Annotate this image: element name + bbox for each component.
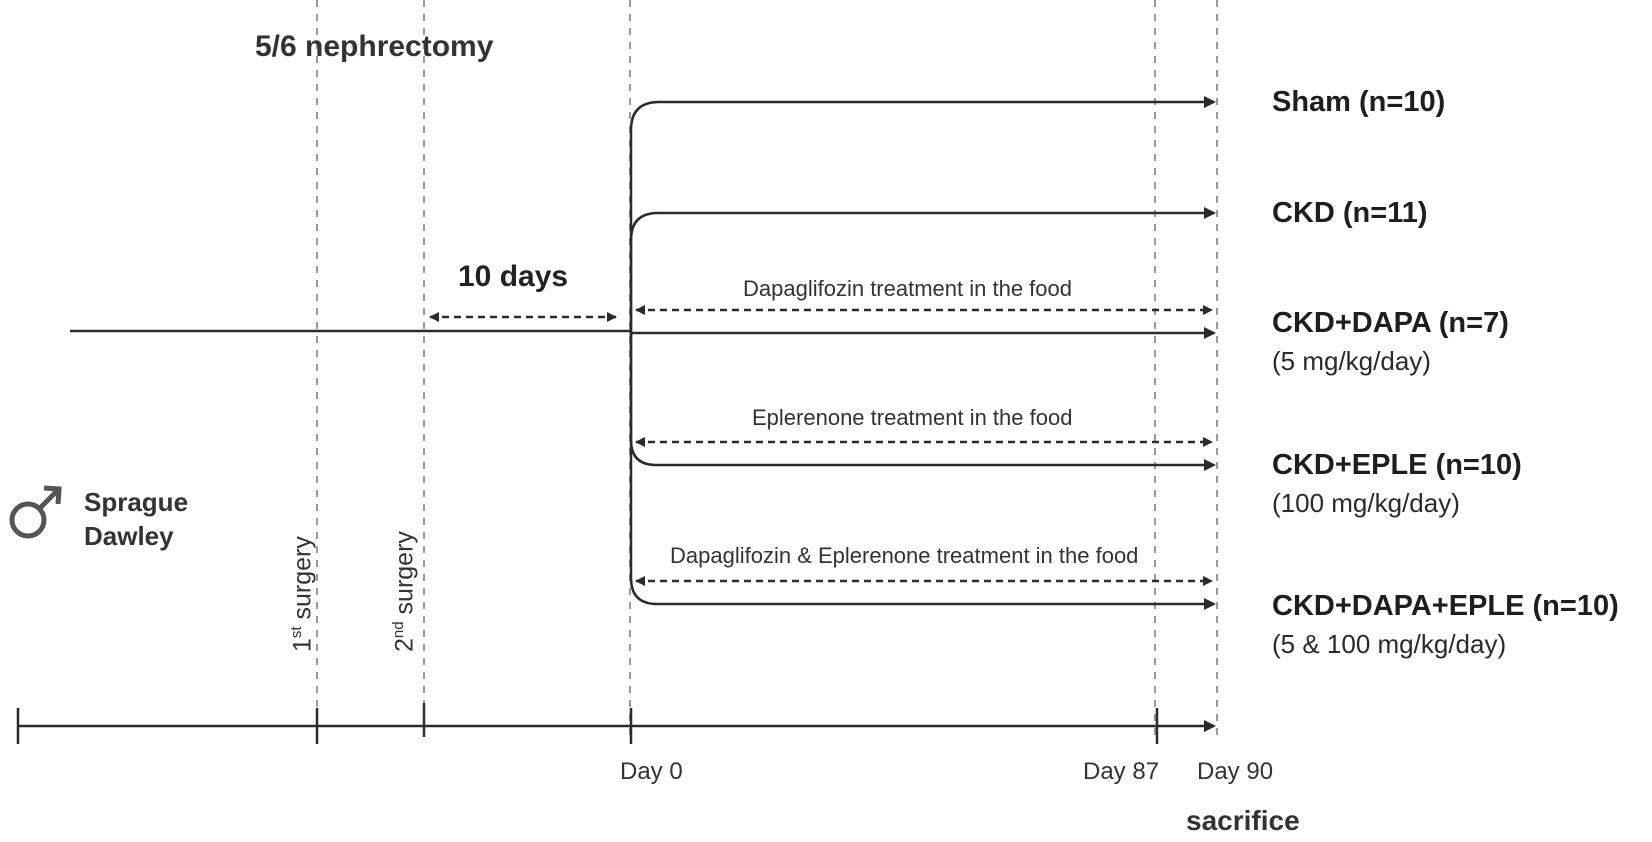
- guide-lines: [316, 0, 1218, 740]
- strain-label: Sprague Dawley: [84, 485, 188, 553]
- group-ckd-eple-dose: (100 mg/kg/day): [1272, 488, 1460, 518]
- group-arrows: [629, 96, 1216, 610]
- group-sham-label: Sham (n=10): [1272, 86, 1446, 118]
- day90-label: Day 90: [1197, 758, 1274, 785]
- second-surgery-label: 2nd surgery: [390, 531, 419, 652]
- sham-arrow: [629, 96, 1216, 331]
- male-symbol-icon: [9, 485, 62, 539]
- group-ckd-dapa-eple-label: CKD+DAPA+EPLE (n=10): [1272, 590, 1619, 622]
- group-ckd-label: CKD (n=11): [1272, 197, 1428, 229]
- ckd-dapa-eple-arrow: [629, 331, 1216, 610]
- interval-label: 10 days: [458, 260, 569, 293]
- group-ckd-eple-label: CKD+EPLE (n=10): [1272, 449, 1522, 481]
- group-ckd-dapa-dose: (5 mg/kg/day): [1272, 346, 1431, 376]
- eple-treatment-label: Eplerenone treatment in the food: [752, 405, 1073, 430]
- strain-line-2: Dawley: [84, 521, 174, 551]
- group-ckd-dapa-label: CKD+DAPA (n=7): [1272, 307, 1509, 339]
- ckd-eple-arrow: [629, 331, 1216, 471]
- nephrectomy-heading: 5/6 nephrectomy: [255, 30, 494, 63]
- strain-line-1: Sprague: [84, 487, 189, 517]
- first-surgery-label: 1st surgery: [288, 536, 317, 652]
- sacrifice-label: sacrifice: [1186, 805, 1300, 836]
- dapa-treatment-label: Dapaglifozin treatment in the food: [743, 276, 1072, 301]
- group-ckd-dapa-eple-dose: (5 & 100 mg/kg/day): [1272, 629, 1507, 659]
- day87-label: Day 87: [1083, 758, 1160, 785]
- timeline-axis: [16, 703, 1216, 744]
- day0-label: Day 0: [620, 758, 683, 785]
- ckd-arrow: [629, 207, 1216, 331]
- treatment-arrows: [429, 305, 1213, 586]
- combo-treatment-label: Dapaglifozin & Eplerenone treatment in t…: [670, 543, 1139, 568]
